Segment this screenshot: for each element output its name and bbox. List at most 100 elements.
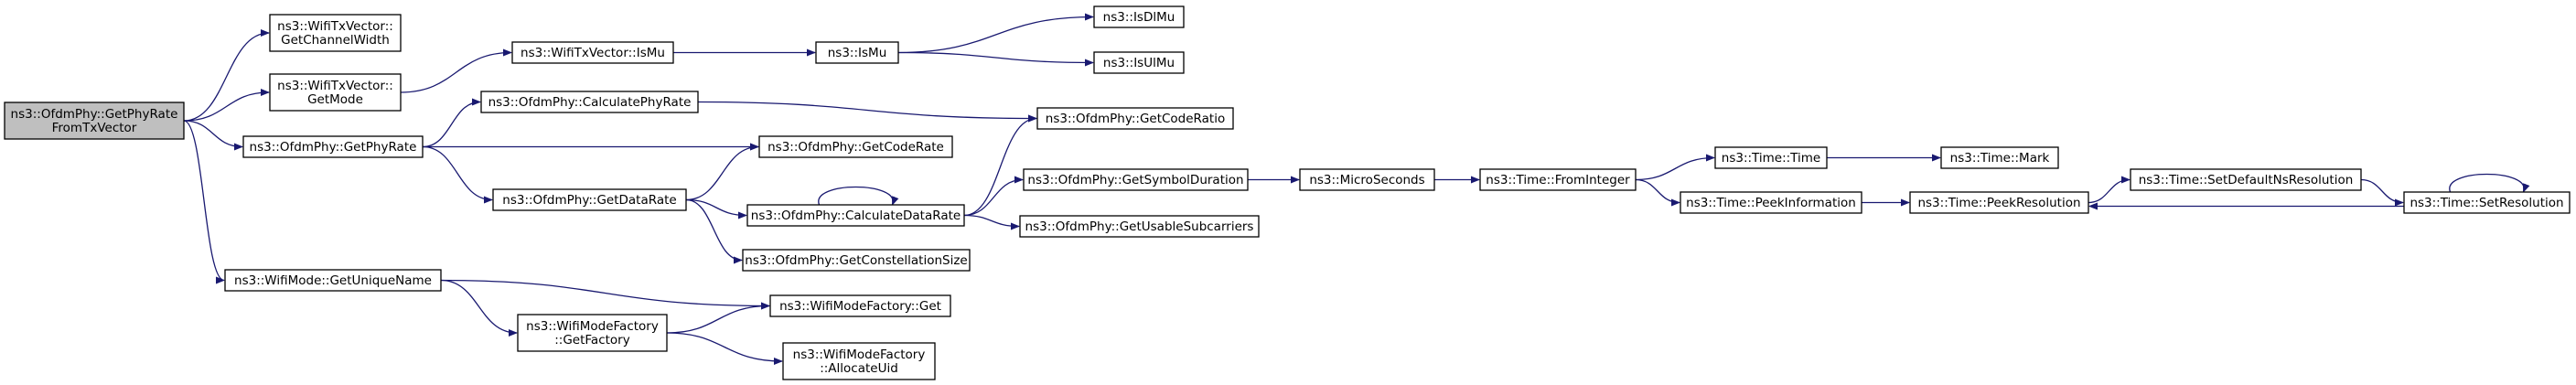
node-box	[746, 204, 965, 227]
node-getPhyRate[interactable]: ns3::OfdmPhy::GetPhyRate	[242, 135, 424, 158]
edge-getFactory-to-allocateUid	[666, 332, 783, 365]
node-box	[511, 41, 674, 64]
node-label: ns3::Time::SetDefaultNsResolution	[2139, 173, 2354, 187]
edge-calcPhyRate-to-getCodeRatio	[697, 101, 1037, 123]
node-calcPhyRate[interactable]: ns3::OfdmPhy::CalculatePhyRate	[480, 91, 699, 113]
node-box	[480, 91, 699, 113]
node-label: ns3::OfdmPhy::GetPhyRate	[11, 107, 178, 122]
edge-root-to-getPhyRate	[183, 120, 243, 151]
node-label: ns3::Time::PeekInformation	[1686, 196, 1856, 210]
node-label: ns3::OfdmPhy::GetConstellationSize	[745, 253, 967, 268]
node-box	[517, 314, 668, 352]
edge-calcDataRate-to-calcDataRate	[818, 186, 899, 206]
edge-getDataRate-to-getConstSize	[685, 198, 743, 264]
node-label: ns3::WifiMode::GetUniqueName	[234, 273, 432, 288]
edge-peekResolution-to-setDefaultNsRes	[2088, 176, 2131, 204]
node-getMode[interactable]: ns3::WifiTxVector::GetMode	[269, 73, 402, 112]
edge-getUniqueName-to-factoryGet	[440, 279, 770, 310]
edge-fromInteger-to-peekInformation	[1635, 178, 1680, 207]
node-timeMark[interactable]: ns3::Time::Mark	[1940, 146, 2059, 169]
node-getSymbolDuration[interactable]: ns3::OfdmPhy::GetSymbolDuration	[1023, 168, 1249, 191]
node-label: ns3::OfdmPhy::CalculateDataRate	[751, 209, 961, 223]
node-box	[2130, 168, 2362, 191]
node-box	[1299, 168, 1435, 191]
node-getCodeRatio[interactable]: ns3::OfdmPhy::GetCodeRatio	[1036, 107, 1234, 130]
node-label: ns3::Time::SetResolution	[2410, 196, 2563, 210]
node-label: GetChannelWidth	[281, 33, 390, 48]
node-getUsableSubcarriers[interactable]: ns3::OfdmPhy::GetUsableSubcarriers	[1019, 215, 1260, 238]
node-box	[1714, 146, 1828, 169]
node-label: ns3::MicroSeconds	[1309, 173, 1424, 187]
node-isMu[interactable]: ns3::WifiTxVector::IsMu	[511, 41, 674, 64]
node-box	[1019, 215, 1260, 238]
edge-getPhyRate-to-getDataRate	[422, 145, 493, 204]
node-label: ns3::WifiModeFactory	[526, 319, 659, 334]
node-label: ::AllocateUid	[820, 361, 898, 376]
node-label: ns3::IsMu	[828, 46, 887, 60]
node-box	[742, 249, 971, 272]
node-timeTime[interactable]: ns3::Time::Time	[1714, 146, 1828, 169]
edge-root-to-getUniqueName	[183, 120, 225, 284]
node-label: ns3::WifiTxVector::	[277, 19, 393, 34]
node-box	[758, 135, 953, 158]
node-getChannelWidth[interactable]: ns3::WifiTxVector::GetChannelWidth	[269, 14, 402, 52]
node-isUlMu[interactable]: ns3::IsUlMu	[1093, 51, 1185, 74]
node-getCodeRate[interactable]: ns3::OfdmPhy::GetCodeRate	[758, 135, 953, 158]
node-label: ns3::WifiTxVector::IsMu	[521, 46, 665, 60]
node-fromInteger[interactable]: ns3::Time::FromInteger	[1479, 168, 1637, 191]
edge-getMode-to-isMu	[400, 48, 512, 93]
node-label: ns3::OfdmPhy::CalculatePhyRate	[488, 95, 692, 110]
node-box	[242, 135, 424, 158]
node-getDataRate[interactable]: ns3::OfdmPhy::GetDataRate	[492, 188, 687, 211]
node-setResolution[interactable]: ns3::Time::SetResolution	[2403, 191, 2571, 214]
node-box	[492, 188, 687, 211]
node-label: ns3::IsUlMu	[1103, 56, 1175, 70]
node-calcDataRate[interactable]: ns3::OfdmPhy::CalculateDataRate	[746, 204, 965, 227]
node-box	[224, 269, 442, 292]
node-isMuFree[interactable]: ns3::IsMu	[815, 41, 899, 64]
node-isDlMu[interactable]: ns3::IsDlMu	[1093, 5, 1185, 28]
edge-isMuFree-to-isDlMu	[897, 13, 1094, 54]
edge-getDataRate-to-calcDataRate	[685, 198, 747, 219]
node-label: ns3::OfdmPhy::GetSymbolDuration	[1027, 173, 1243, 187]
node-label: ns3::WifiTxVector::	[277, 79, 393, 93]
node-microSeconds[interactable]: ns3::MicroSeconds	[1299, 168, 1435, 191]
node-label: ns3::IsDlMu	[1103, 10, 1175, 25]
node-box	[269, 73, 402, 112]
node-peekResolution[interactable]: ns3::Time::PeekResolution	[1909, 191, 2089, 214]
node-setDefaultNsRes[interactable]: ns3::Time::SetDefaultNsResolution	[2130, 168, 2362, 191]
node-box	[1680, 191, 1862, 214]
edge-setResolution-to-setResolution	[2449, 173, 2530, 193]
node-factoryGet[interactable]: ns3::WifiModeFactory::Get	[769, 294, 951, 317]
edge-root-to-getChannelWidth	[183, 29, 270, 122]
call-edges	[183, 13, 2530, 365]
node-getUniqueName[interactable]: ns3::WifiMode::GetUniqueName	[224, 269, 442, 292]
node-box	[769, 294, 951, 317]
node-label: ns3::OfdmPhy::GetCodeRatio	[1046, 112, 1225, 126]
edge-setDefaultNsRes-to-setResolution	[2360, 178, 2404, 207]
node-label: ns3::OfdmPhy::GetUsableSubcarriers	[1025, 219, 1254, 234]
edge-calcDataRate-to-getUsableSubcarriers	[963, 214, 1020, 230]
node-box	[1093, 5, 1185, 28]
node-peekInformation[interactable]: ns3::Time::PeekInformation	[1680, 191, 1862, 214]
node-label: ns3::Time::FromInteger	[1486, 173, 1630, 187]
node-box	[1909, 191, 2089, 214]
node-box	[269, 14, 402, 52]
edge-root-to-getMode	[183, 89, 270, 122]
node-box	[1479, 168, 1637, 191]
node-allocateUid[interactable]: ns3::WifiModeFactory::AllocateUid	[782, 342, 936, 380]
node-label: GetMode	[307, 92, 363, 107]
node-label: ns3::OfdmPhy::GetCodeRate	[767, 140, 944, 155]
node-box	[2403, 191, 2571, 214]
node-label: ns3::Time::PeekResolution	[1917, 196, 2080, 210]
edge-getUniqueName-to-getFactory	[440, 279, 518, 337]
call-nodes: ns3::OfdmPhy::GetPhyRateFromTxVectorns3:…	[4, 5, 2571, 380]
node-getConstSize[interactable]: ns3::OfdmPhy::GetConstellationSize	[742, 249, 971, 272]
node-label: ns3::OfdmPhy::GetDataRate	[502, 193, 676, 208]
node-label: ::GetFactory	[554, 333, 629, 348]
edge-calcDataRate-to-getSymbolDuration	[963, 176, 1024, 217]
node-label: ns3::Time::Time	[1722, 151, 1820, 166]
node-getFactory[interactable]: ns3::WifiModeFactory::GetFactory	[517, 314, 668, 352]
